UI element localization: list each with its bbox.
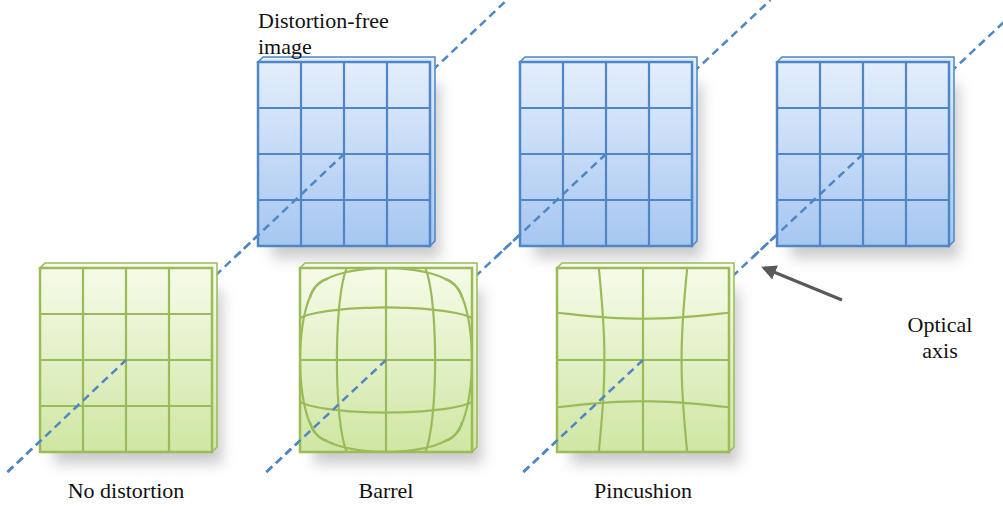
- grid-line: [258, 199, 430, 201]
- grid-panel: [751, 34, 975, 273]
- panel-edge: [777, 57, 954, 246]
- grid-lines: [777, 62, 949, 246]
- leader-arrow: [764, 268, 842, 300]
- optical-axis-overlay: [7, 154, 863, 472]
- grid-line: [777, 199, 949, 201]
- grid-line: [168, 268, 170, 452]
- optical-axis: [753, 154, 863, 257]
- grid-line: [648, 62, 650, 246]
- grid-panel: [494, 34, 718, 273]
- grid-line: [300, 398, 472, 413]
- panel-edge: [300, 263, 477, 452]
- optical-axis: [523, 360, 643, 472]
- grid-line: [310, 422, 462, 452]
- panel-edge: [557, 263, 734, 452]
- panel-edge: [520, 57, 697, 246]
- optical-axis: [7, 360, 126, 472]
- grid-lines: [557, 268, 729, 452]
- panel-edge: [40, 263, 217, 452]
- optical-axis: [496, 154, 606, 257]
- callout-label: Optical axis: [895, 312, 985, 364]
- grid-lines: [258, 62, 430, 246]
- panel-edge: [258, 57, 435, 246]
- grid-panel: [232, 34, 456, 273]
- grid-line: [520, 199, 692, 201]
- grid-line: [386, 62, 388, 246]
- grid-panel: [505, 213, 781, 508]
- grid-line: [444, 279, 472, 441]
- figure-label: Distortion-free image: [258, 8, 428, 60]
- grid-line: [421, 268, 435, 452]
- panel-caption: Barrel: [286, 478, 486, 504]
- grid-line: [682, 268, 692, 452]
- panel-caption: Pincushion: [543, 478, 743, 504]
- grid-panels: [14, 34, 975, 507]
- grid-line: [40, 405, 212, 407]
- grid-lines: [520, 62, 692, 246]
- panel-caption: No distortion: [26, 478, 226, 504]
- optical-axis-lines: [7, 0, 1003, 472]
- optical-axis: [235, 154, 344, 257]
- grid-line: [557, 401, 729, 412]
- optical-axis: [266, 360, 386, 472]
- grid-line: [905, 62, 907, 246]
